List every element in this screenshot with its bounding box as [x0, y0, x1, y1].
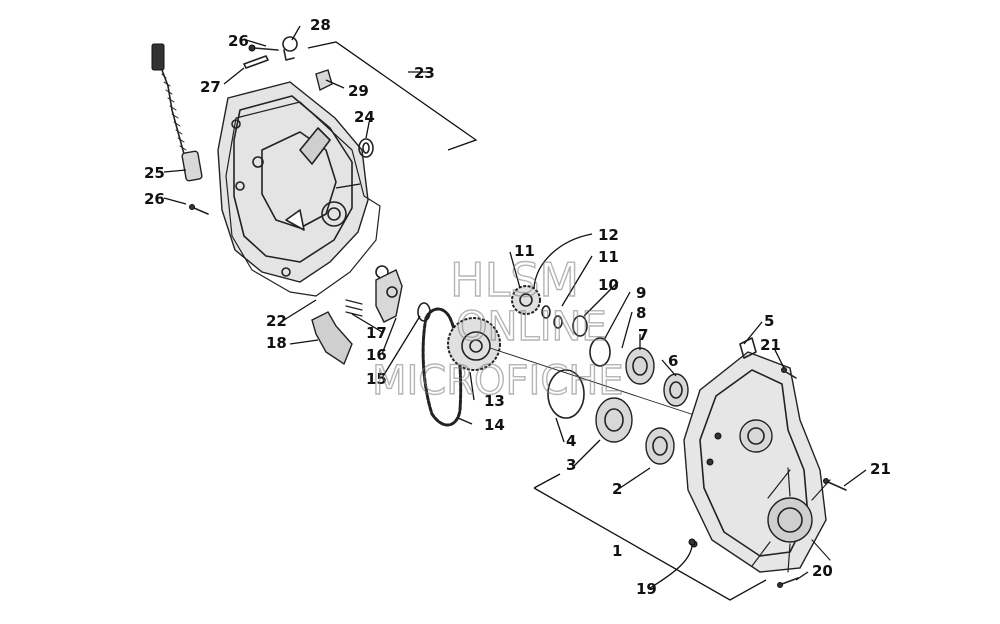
- callout-18: 18: [266, 334, 287, 352]
- callout-19: 19: [636, 580, 657, 598]
- chaincase-housing: [683, 337, 831, 573]
- callout-11b: 11: [598, 248, 619, 266]
- callout-28: 28: [310, 16, 331, 34]
- upper-sprocket: [511, 285, 541, 315]
- chain-tensioner: [311, 265, 431, 366]
- chaincase-cover: [217, 81, 369, 283]
- callout-3: 3: [566, 456, 576, 474]
- watermark-line3: MICROFICHE: [372, 358, 624, 404]
- small-hardware: [189, 36, 374, 215]
- spacers-washers: [541, 305, 611, 419]
- cover-gasket: [225, 101, 381, 297]
- callout-26a: 26: [228, 32, 249, 50]
- screws: [688, 367, 847, 588]
- callout-24: 24: [354, 108, 375, 126]
- callout-6: 6: [668, 352, 678, 370]
- callout-21a: 21: [760, 336, 781, 354]
- callout-15: 15: [366, 370, 387, 388]
- callout-1: 1: [612, 542, 622, 560]
- callout-14: 14: [484, 416, 505, 434]
- callout-5: 5: [764, 312, 774, 330]
- bracket-1: [533, 487, 767, 601]
- callout-20: 20: [812, 562, 833, 580]
- callout-27: 27: [200, 78, 221, 96]
- callout-25: 25: [144, 164, 165, 182]
- watermark-line2: ONLINE: [456, 304, 607, 350]
- leader-lines: [163, 25, 867, 589]
- callout-26b: 26: [144, 190, 165, 208]
- bracket-23: [307, 41, 478, 151]
- callout-16: 16: [366, 346, 387, 364]
- callout-29: 29: [348, 82, 369, 100]
- bearings-seals: [595, 347, 689, 465]
- callout-17: 17: [366, 324, 387, 342]
- callout-2: 2: [612, 480, 622, 498]
- callout-labels: 1 2 3 4 5 6 7 8 9 10 11 11 12 13 14 15 1…: [144, 16, 891, 598]
- dipstick: [151, 43, 203, 182]
- lower-sprocket: [447, 317, 501, 371]
- callout-8: 8: [636, 304, 646, 322]
- callout-10: 10: [598, 276, 619, 294]
- callout-12: 12: [598, 226, 619, 244]
- callout-22: 22: [266, 312, 287, 330]
- watermark-line1: HLSM: [450, 253, 579, 307]
- callout-21b: 21: [870, 460, 891, 478]
- callout-7: 7: [638, 326, 648, 344]
- watermark: HLSM ONLINE MICROFICHE: [371, 252, 624, 404]
- callout-9: 9: [636, 284, 646, 302]
- callout-13: 13: [484, 392, 505, 410]
- callout-4: 4: [566, 432, 576, 450]
- drive-chain: [421, 307, 463, 427]
- callout-11a: 11: [514, 242, 535, 260]
- callout-23: 23: [414, 64, 435, 82]
